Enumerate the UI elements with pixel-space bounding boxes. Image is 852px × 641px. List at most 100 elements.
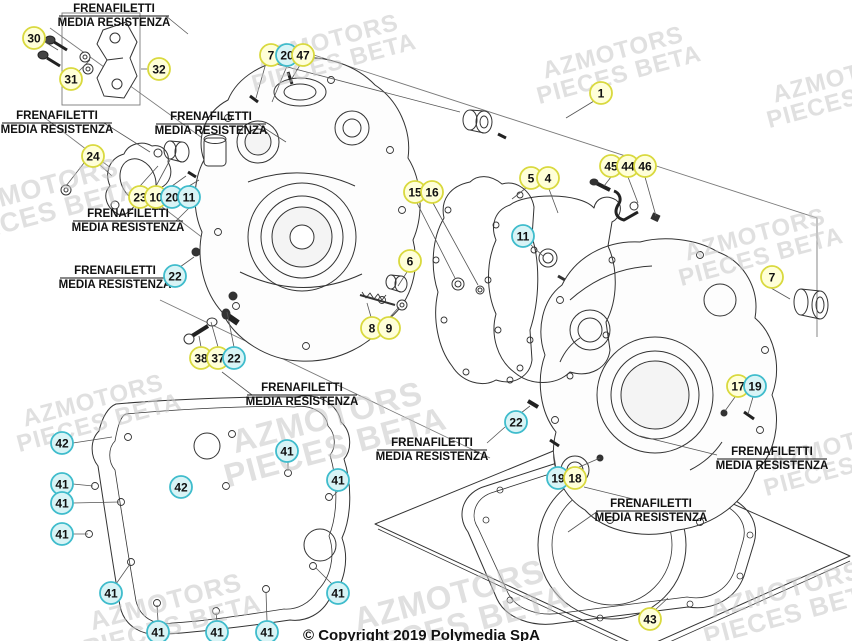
callout-circle [163,264,187,288]
callout-41[interactable]: 41 [50,472,74,496]
callout-11[interactable]: 11 [177,185,201,209]
callout-41[interactable]: 41 [50,522,74,546]
thread-locker-label: FRENAFILETTI MEDIA RESISTENZA [58,3,171,29]
thread-label-line1: FRENAFILETTI [731,446,813,458]
thread-label-line1: FRENAFILETTI [391,437,473,449]
callout-number: 42 [174,480,188,494]
thread-label-line2: MEDIA RESISTENZA [155,125,268,137]
thread-locker-label: FRENAFILETTI MEDIA RESISTENZA [155,111,268,137]
watermark-text: AZMOTORSPIECES BETA [758,42,852,134]
callout-4[interactable]: 4 [536,166,560,190]
callout-32[interactable]: 32 [147,57,171,81]
thread-label-line2: MEDIA RESISTENZA [376,451,489,463]
callout-number: 20 [165,190,179,204]
thread-locker-label: FRENAFILETTI MEDIA RESISTENZA [716,446,829,472]
callout-45[interactable]: 45 [599,154,623,178]
callout-number: 4 [545,171,552,185]
callout-22[interactable]: 22 [163,264,187,288]
callout-circle [50,522,74,546]
callout-number: 41 [55,496,69,510]
callout-number: 22 [168,269,182,283]
callout-number: 11 [183,190,196,204]
callout-number: 41 [210,625,224,639]
callout-number: 37 [211,351,225,365]
callout-11[interactable]: 11 [511,224,535,248]
callout-7[interactable]: 7 [760,265,784,289]
callout-42[interactable]: 42 [50,431,74,455]
callout-16[interactable]: 16 [420,180,444,204]
callout-number: 11 [517,229,530,243]
callout-44[interactable]: 44 [616,154,640,178]
callout-number: 24 [86,149,100,163]
callout-41[interactable]: 41 [50,491,74,515]
callout-19[interactable]: 19 [743,374,767,398]
callout-8[interactable]: 8 [360,316,384,340]
callout-circle [205,620,229,641]
callout-circle [377,316,401,340]
callout-number: 5 [528,171,535,185]
callout-31[interactable]: 31 [59,67,83,91]
callout-6[interactable]: 6 [398,249,422,273]
callout-circle [275,439,299,463]
thread-label-line1: FRENAFILETTI [170,111,252,123]
callout-41[interactable]: 41 [146,620,170,641]
thread-label-line1: FRENAFILETTI [73,3,155,15]
callout-number: 46 [638,159,652,173]
callout-circle [81,144,105,168]
callout-22[interactable]: 22 [222,346,246,370]
callout-number: 30 [27,31,41,45]
callout-number: 7 [769,270,776,284]
watermark-text: AZMOTORSPIECES BETA [670,200,846,292]
callout-circle [22,26,46,50]
callout-number: 23 [133,190,147,204]
thread-label-line2: MEDIA RESISTENZA [58,17,171,29]
callout-number: 42 [55,436,69,450]
callout-number: 38 [194,351,208,365]
callout-41[interactable]: 41 [326,581,350,605]
callout-circle [563,466,587,490]
callout-number: 41 [331,473,345,487]
callout-9[interactable]: 9 [377,316,401,340]
thread-label-line2: MEDIA RESISTENZA [716,460,829,472]
callout-number: 7 [268,48,275,62]
callout-18[interactable]: 18 [563,466,587,490]
callout-circle [147,57,171,81]
callout-41[interactable]: 41 [275,439,299,463]
callout-41[interactable]: 41 [205,620,229,641]
callout-number: 41 [260,625,274,639]
callout-number: 41 [104,586,118,600]
small-parts-drawing [183,71,755,462]
callout-circle [743,374,767,398]
callout-42[interactable]: 42 [169,475,193,499]
callout-47[interactable]: 47 [291,43,315,67]
callout-19[interactable]: 19 [546,466,570,490]
thread-label-line2: MEDIA RESISTENZA [72,222,185,234]
callout-24[interactable]: 24 [81,144,105,168]
bracket-bolts [37,35,68,68]
thread-label-line1: FRENAFILETTI [74,265,156,277]
callout-46[interactable]: 46 [633,154,657,178]
callout-41[interactable]: 41 [99,581,123,605]
callout-43[interactable]: 43 [638,607,662,631]
callout-38[interactable]: 38 [189,346,213,370]
callout-41[interactable]: 41 [326,468,350,492]
thread-label-line2: MEDIA RESISTENZA [246,396,359,408]
callout-number: 19 [748,379,762,393]
callout-30[interactable]: 30 [22,26,46,50]
callout-circle [589,81,613,105]
callout-circle [504,410,528,434]
callout-number: 22 [509,415,523,429]
callout-number: 31 [64,72,78,86]
callout-41[interactable]: 41 [255,620,279,641]
callout-circle [50,431,74,455]
callout-number: 41 [55,477,69,491]
callout-22[interactable]: 22 [504,410,528,434]
bushing-parts [163,134,227,179]
callout-1[interactable]: 1 [589,81,613,105]
callout-number: 22 [227,351,241,365]
callout-17[interactable]: 17 [726,374,750,398]
center-gaskets-drawing [432,176,621,384]
